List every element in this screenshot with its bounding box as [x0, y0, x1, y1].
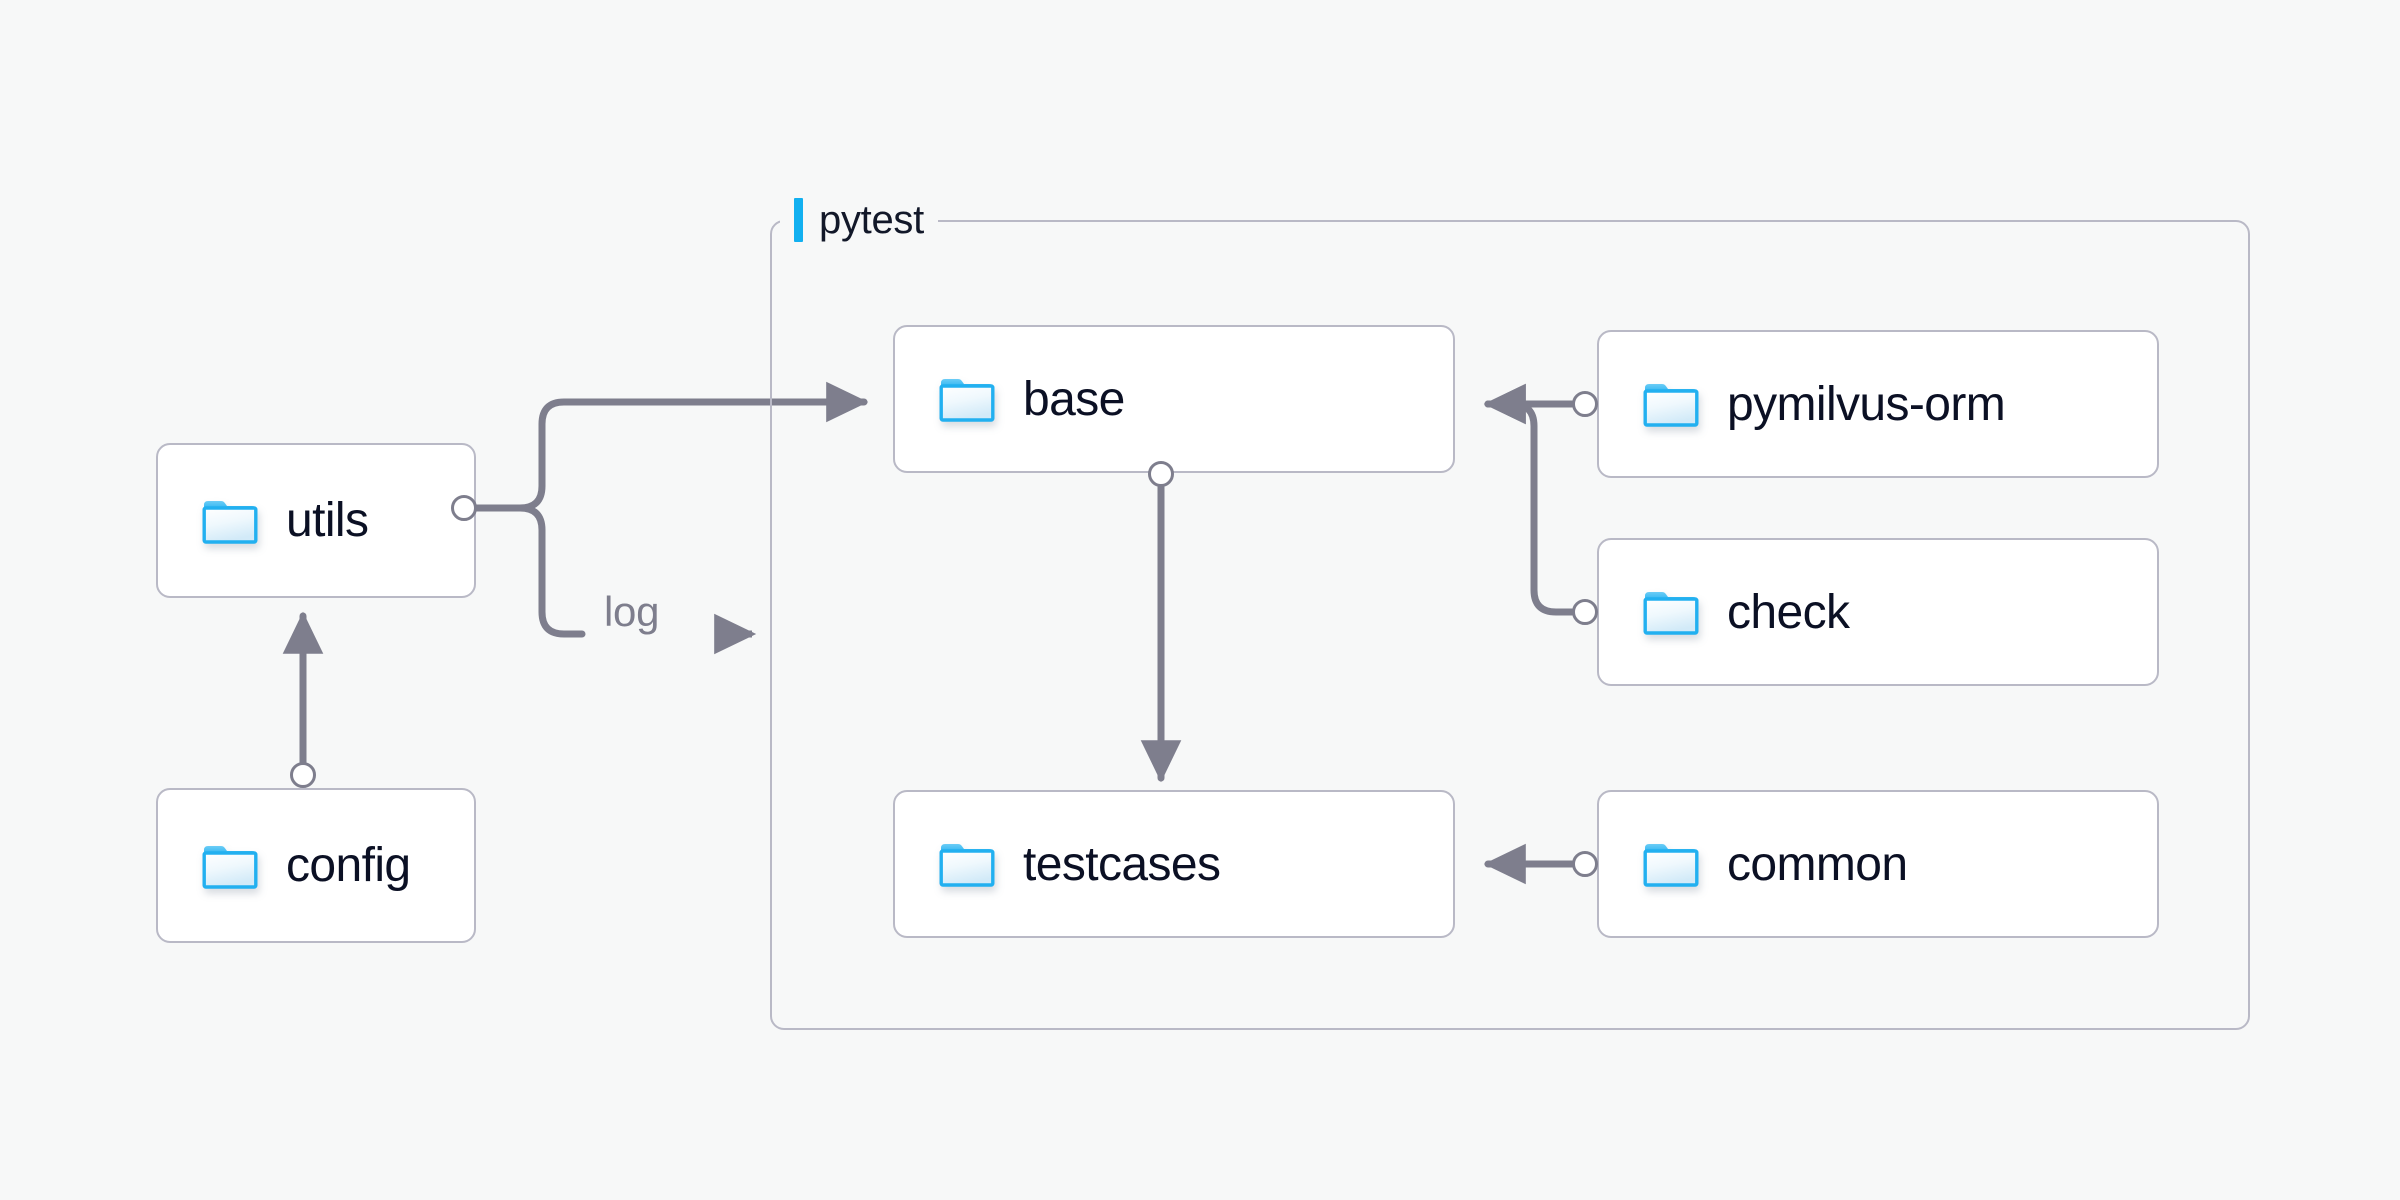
node-label-utils: utils: [286, 494, 369, 547]
pymilvus-orm-left-port[interactable]: [1572, 391, 1598, 417]
folder-icon: [1643, 380, 1699, 428]
node-common[interactable]: common: [1597, 790, 2159, 938]
node-pymilvus-orm[interactable]: pymilvus-orm: [1597, 330, 2159, 478]
group-accent-bar: [794, 198, 803, 242]
folder-icon: [939, 375, 995, 423]
group-label-pytest: pytest: [780, 193, 938, 247]
node-label-base: base: [1023, 372, 1125, 426]
config-top-port[interactable]: [290, 762, 316, 788]
node-label-config: config: [286, 839, 411, 892]
folder-icon: [202, 497, 258, 545]
node-check[interactable]: check: [1597, 538, 2159, 686]
edge-utils-to-log: [473, 504, 586, 638]
check-left-port[interactable]: [1572, 599, 1598, 625]
node-config[interactable]: config: [156, 788, 476, 943]
folder-icon: [202, 842, 258, 890]
group-title: pytest: [819, 198, 924, 242]
folder-icon: [1643, 588, 1699, 636]
folder-icon: [939, 840, 995, 888]
group-container-pytest[interactable]: [770, 220, 2250, 1030]
base-bottom-port[interactable]: [1148, 461, 1174, 487]
common-left-port[interactable]: [1572, 851, 1598, 877]
utils-right-port[interactable]: [451, 495, 477, 521]
edge-label-log: log: [604, 588, 660, 635]
node-testcases[interactable]: testcases: [893, 790, 1455, 938]
node-label-common: common: [1727, 837, 1908, 891]
node-label-testcases: testcases: [1023, 837, 1221, 891]
node-utils[interactable]: utils: [156, 443, 476, 598]
folder-icon: [1643, 840, 1699, 888]
node-label-pymilvus-orm: pymilvus-orm: [1727, 377, 2006, 431]
node-base[interactable]: base: [893, 325, 1455, 473]
node-label-check: check: [1727, 585, 1850, 639]
